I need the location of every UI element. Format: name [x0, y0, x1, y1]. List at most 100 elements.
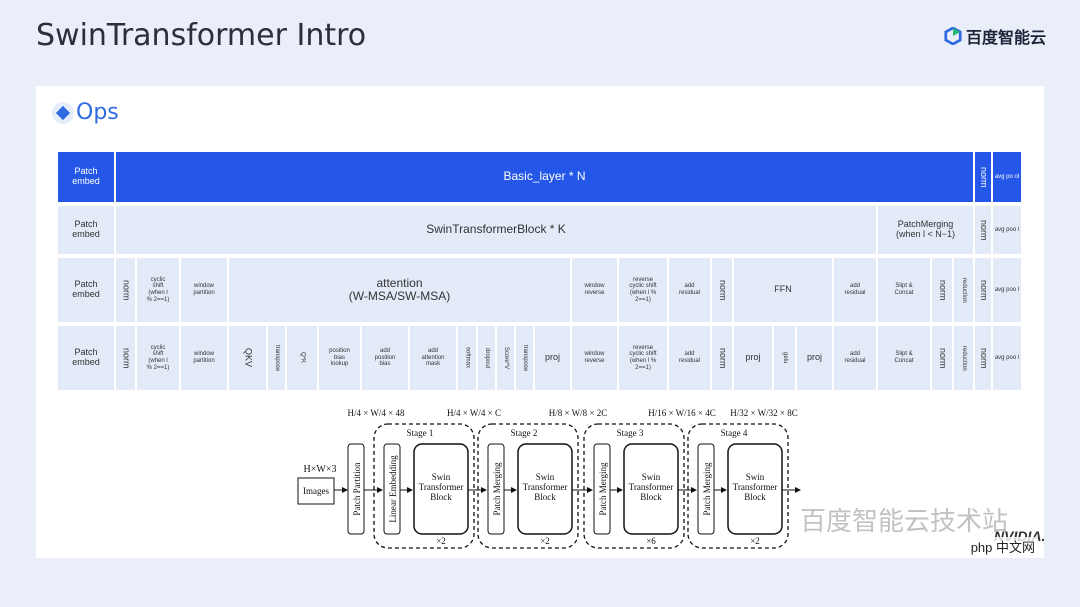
- op-cell: FFN: [734, 258, 832, 322]
- op-cell: add position bias: [362, 326, 408, 390]
- op-cell: add residual: [834, 326, 876, 390]
- baidu-cloud-icon: [944, 27, 962, 45]
- swin-block-box: [623, 443, 679, 535]
- op-cell: reverse cyclic shift (when l % 2==1): [619, 258, 667, 322]
- op-cell: dropout: [478, 326, 495, 390]
- op-cell: norm: [116, 258, 135, 322]
- swin-block-box: [413, 443, 469, 535]
- op-cell: norm: [975, 258, 991, 322]
- stage-label: Stage 2: [511, 428, 538, 438]
- stage-first-box: [697, 443, 715, 535]
- patch-partition-box: [347, 443, 365, 535]
- op-cell: norm: [712, 326, 732, 390]
- stage-first-box: [593, 443, 611, 535]
- section-heading: Ops: [52, 100, 119, 125]
- op-cell: avg poo l: [993, 258, 1021, 322]
- page-title: SwinTransformer Intro: [36, 18, 367, 53]
- op-cell: Q*K: [287, 326, 317, 390]
- dimension-label: H/4 × W/4 × C: [447, 408, 501, 418]
- op-cell: norm: [712, 258, 732, 322]
- patch-partition-label: Patch Partition: [352, 462, 362, 516]
- stage-first-label: Patch Merging: [702, 462, 712, 516]
- op-cell: norm: [975, 326, 991, 390]
- op-cell: cyclic shift (when l % 2==1): [137, 326, 179, 390]
- watermark-php: php 中文网: [967, 537, 1038, 556]
- repeat-label: ×2: [436, 536, 446, 546]
- stage-first-box: [383, 443, 401, 535]
- brand-logo: 百度智能云: [944, 24, 1046, 48]
- op-cell: Patch embed: [58, 206, 114, 254]
- stage-first-label: Patch Merging: [598, 462, 608, 516]
- op-cell: Patch embed: [58, 326, 114, 390]
- op-cell: Patch embed: [58, 258, 114, 322]
- op-cell: Score*V: [497, 326, 514, 390]
- op-cell: PatchMerging (when l < N−1): [878, 206, 973, 254]
- op-cell: avg poo l: [993, 206, 1021, 254]
- op-cell: add residual: [669, 326, 710, 390]
- images-label: Images: [303, 486, 329, 496]
- op-cell: transpose: [268, 326, 285, 390]
- op-cell: reduction: [954, 326, 973, 390]
- op-cell: avg poo l: [993, 326, 1021, 390]
- op-cell: Basic_layer * N: [116, 152, 973, 202]
- op-cell: window reverse: [572, 326, 617, 390]
- repeat-label: ×2: [540, 536, 550, 546]
- op-cell: proj: [734, 326, 772, 390]
- op-cell: add residual: [669, 258, 710, 322]
- stage-frame: [373, 423, 475, 549]
- op-cell: transpose: [516, 326, 533, 390]
- op-cell: add residual: [834, 258, 876, 322]
- op-cell: norm: [932, 326, 952, 390]
- op-cell: window partition: [181, 326, 227, 390]
- images-box: [297, 477, 335, 505]
- op-cell: add attention mask: [410, 326, 456, 390]
- op-cell: proj: [535, 326, 570, 390]
- op-cell: proj: [797, 326, 832, 390]
- dimension-label: H/8 × W/8 × 2C: [549, 408, 608, 418]
- op-cell: Patch embed: [58, 152, 114, 202]
- op-cell: softmax: [458, 326, 476, 390]
- op-cell: norm: [116, 326, 135, 390]
- stage-label: Stage 4: [721, 428, 748, 438]
- op-cell: Slipt & Concat: [878, 258, 930, 322]
- dimension-label: H/4 × W/4 × 48: [348, 408, 405, 418]
- watermark: 百度智能云技术站: [799, 507, 1008, 537]
- logo-text: 百度智能云: [965, 30, 1046, 47]
- stage-first-label: Patch Merging: [492, 462, 502, 516]
- op-cell: cyclic shift (when l % 2==1): [137, 258, 179, 322]
- op-cell: SwinTransformerBlock * K: [116, 206, 876, 254]
- op-cell: attention (W-MSA/SW-MSA): [229, 258, 570, 322]
- stage-frame: [477, 423, 579, 549]
- stage-label: Stage 3: [617, 428, 644, 438]
- op-cell: norm: [975, 206, 991, 254]
- swin-block-box: [517, 443, 573, 535]
- input-dim-label: H×W×3: [304, 464, 337, 475]
- repeat-label: ×2: [750, 536, 760, 546]
- op-cell: QKV: [229, 326, 266, 390]
- repeat-label: ×6: [646, 536, 656, 546]
- op-cell: norm: [975, 152, 991, 202]
- stage-first-box: [487, 443, 505, 535]
- stage-frame: [583, 423, 685, 549]
- stage-first-label: Linear Embedding: [388, 455, 398, 523]
- op-cell: reverse cyclic shift (when l % 2==1): [619, 326, 667, 390]
- section-title: Ops: [76, 100, 119, 125]
- op-cell: position bias lookup: [319, 326, 360, 390]
- op-cell: Slipt & Concat: [878, 326, 930, 390]
- op-cell: norm: [932, 258, 952, 322]
- op-cell: avg po ol: [993, 152, 1021, 202]
- stage-label: Stage 1: [407, 428, 434, 438]
- op-cell: window partition: [181, 258, 227, 322]
- dimension-label: H/16 × W/16 × 4C: [648, 408, 716, 418]
- dimension-label: H/32 × W/32 × 8C: [730, 408, 798, 418]
- swin-block-box: [727, 443, 783, 535]
- op-cell: window reverse: [572, 258, 617, 322]
- op-cell: gelu: [774, 326, 795, 390]
- stage-frame: [687, 423, 789, 549]
- op-cell: reduction: [954, 258, 973, 322]
